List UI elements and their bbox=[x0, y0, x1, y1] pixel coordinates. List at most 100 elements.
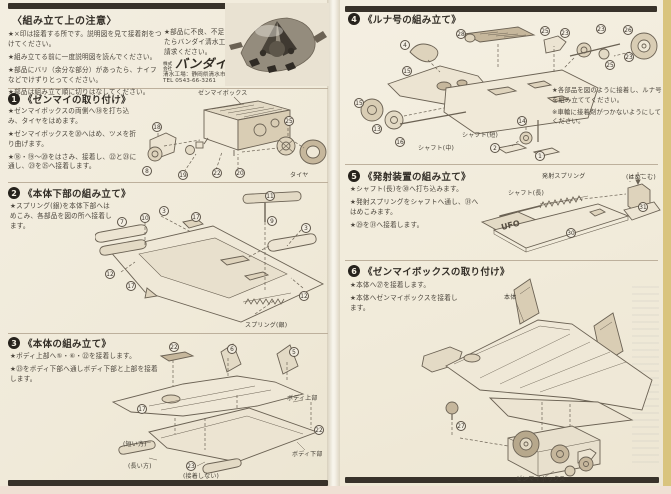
part-callout: 31 bbox=[638, 202, 648, 212]
section-2-header: 2 《本体下部の組み立て》 bbox=[8, 186, 131, 200]
notice-title: 〈組み立て上の注意〉 bbox=[12, 16, 117, 27]
part-callout: 3 bbox=[159, 206, 169, 216]
part-callout: 23 bbox=[624, 52, 634, 62]
paper-edge-right bbox=[663, 0, 671, 494]
ufo-logo-text: UFO bbox=[500, 219, 521, 232]
section-title: 《本体の組み立て》 bbox=[23, 339, 112, 350]
part-callout: 12 bbox=[299, 291, 309, 301]
part-callout: 17 bbox=[191, 212, 201, 222]
divider bbox=[8, 333, 328, 334]
page-bottom-bar bbox=[345, 477, 659, 483]
maker-address: 清水工場：静岡県清水市西久保 305 bbox=[163, 72, 256, 78]
figure-launcher: UFO 発射スプリング (はめこむ) シャフト(長) 31 30 bbox=[478, 168, 666, 260]
section-title: 《ルナ号の組み立て》 bbox=[363, 15, 462, 26]
section-3-header: 3 《本体の組み立て》 bbox=[8, 336, 111, 350]
section-number-badge: 4 bbox=[348, 13, 360, 25]
part-callout: 6 bbox=[227, 344, 237, 354]
maker-company: 株式会社 bbox=[163, 61, 173, 72]
part-callout: 15 bbox=[354, 98, 364, 108]
part-callout: 23 bbox=[560, 28, 570, 38]
section-1-header: 1 《ゼンマイの取り付け》 bbox=[8, 92, 131, 106]
long-side-label: (長い方) bbox=[128, 463, 152, 470]
notice-item: ★部品は組み立て順に切りはなしてください。 bbox=[8, 88, 150, 97]
body-lower-label: ボディ下部 bbox=[292, 451, 323, 458]
section-number-badge: 2 bbox=[8, 187, 20, 199]
short-side-label: (短い方) bbox=[123, 441, 147, 448]
figure-windup-box: ゼンマイボックス タイヤ 18 8 19 22 20 25 bbox=[138, 90, 330, 180]
shaft-short-label: シャフト(短) bbox=[462, 132, 499, 139]
figure-lower-hull: スプリング(銀) 7 10 3 17 11 9 3 12 17 12 bbox=[95, 188, 330, 331]
shaft-long-label: シャフト(長) bbox=[508, 190, 545, 197]
part-callout: 22 bbox=[212, 168, 222, 178]
divider bbox=[345, 260, 658, 261]
part-callout: 22 bbox=[169, 342, 179, 352]
part-callout: 23 bbox=[186, 461, 196, 471]
part-callout: 10 bbox=[140, 213, 150, 223]
section-4-header: 4 《ルナ号の組み立て》 bbox=[348, 12, 461, 26]
section-title: 《ゼンマイの取り付け》 bbox=[23, 95, 131, 106]
launch-spring-label: 発射スプリング bbox=[542, 173, 586, 180]
notice-items: ★×印は接着する所です。説明図を見て接着剤をつけてください。 ★組み立てる前に一… bbox=[8, 30, 163, 101]
part-callout: 12 bbox=[105, 269, 115, 279]
part-callout: 22 bbox=[314, 425, 324, 435]
part-callout: 18 bbox=[152, 122, 162, 132]
paper-edge-bottom bbox=[0, 486, 671, 494]
part-callout: 26 bbox=[623, 25, 633, 35]
part-callout: 23 bbox=[596, 24, 606, 34]
defect-note: ★部品に不良、不足がありましたらバンダイ清水工場宛にご請求ください。 bbox=[164, 28, 259, 56]
section-6-header: 6 《ゼンマイボックスの取り付け》 bbox=[348, 264, 510, 278]
windup-box-label: ゼンマイボックス bbox=[198, 90, 248, 97]
section-2-steps: ★スプリング(銀)を本体下部へはめこみ、各部品を図の所へ接着します。 bbox=[10, 202, 112, 230]
body-upper-label: ボディ上部 bbox=[287, 395, 318, 402]
part-callout: 1 bbox=[535, 151, 545, 161]
part-callout: 17 bbox=[126, 281, 136, 291]
figure-body-assembly: ボディ上部 ボディ下部 (短い方) (長い方) (接着しない) 22 6 5 1… bbox=[65, 342, 330, 480]
page-bottom-bar bbox=[8, 480, 328, 486]
section-6-steps: ★本体へ㉗を接着します。 ★本体へゼンマイボックスを接着します。 bbox=[350, 281, 458, 312]
section-number-badge: 3 bbox=[8, 337, 20, 349]
section-title: 《発射装置の組み立て》 bbox=[363, 172, 471, 183]
section-number-badge: 1 bbox=[8, 93, 20, 105]
tire-label: タイヤ bbox=[290, 172, 309, 179]
notice-item: ★組み立てる前に一度説明図を読んでください。 bbox=[8, 52, 157, 61]
section-title: 《本体下部の組み立て》 bbox=[23, 189, 131, 200]
section-4-note: ★各部品を図のように接着し、ルナ号を組み立ててください。 ※車輪に接着剤がつかな… bbox=[552, 87, 662, 126]
part-callout: 3 bbox=[301, 223, 311, 233]
part-callout: 4 bbox=[400, 40, 410, 50]
maker-tel: TEL 0543-66-3261 bbox=[163, 78, 217, 84]
notice-item: ★×印は接着する所です。説明図を見て接着剤をつけてください。 bbox=[8, 30, 162, 48]
shaft-mid-label: シャフト(中) bbox=[418, 145, 455, 152]
part-callout: 16 bbox=[395, 137, 405, 147]
part-callout: 20 bbox=[235, 168, 245, 178]
section-1-steps: ★ゼンマイボックスの両側へ⑱を打ち込み、タイヤをはめます。 ★ゼンマイボックスを… bbox=[8, 107, 137, 171]
section-3-steps: ★ボディ上部へ⑤・⑥・㉒を接着します。 ★㉓をボディ下部へ通しボディ下部と上部を… bbox=[10, 352, 158, 383]
page-top-bar bbox=[345, 6, 657, 12]
part-callout: 25 bbox=[284, 116, 294, 126]
part-callout: 11 bbox=[265, 191, 275, 201]
part-callout: 7 bbox=[117, 217, 127, 227]
part-callout: 19 bbox=[178, 170, 188, 180]
page-top-bar bbox=[8, 3, 328, 9]
section-5-header: 5 《発射装置の組み立て》 bbox=[348, 169, 471, 183]
section-number-badge: 5 bbox=[348, 170, 360, 182]
finished-model-photo bbox=[225, 3, 329, 86]
part-callout: 14 bbox=[517, 116, 527, 126]
part-callout: 28 bbox=[456, 29, 466, 39]
bandai-logo: バンダイ bbox=[175, 56, 228, 71]
windup-box-label: ゼンマイボックス bbox=[516, 476, 566, 483]
section-5-steps: ★シャフト(長)を㉚へ打ち込みます。 ★発射スプリングをシャフトへ通し、㉛へはめ… bbox=[350, 185, 479, 229]
figure-luna-vehicle: シャフト(中) シャフト(短) 4 28 25 23 23 26 23 25 1… bbox=[348, 24, 666, 164]
part-callout: 17 bbox=[137, 404, 147, 414]
part-callout: 9 bbox=[267, 216, 277, 226]
part-callout: 5 bbox=[289, 347, 299, 357]
part-callout: 30 bbox=[566, 228, 576, 238]
figure-body-windup-attach: 本体 ゼンマイボックス 27 bbox=[420, 268, 668, 484]
fit-in-label: (はめこむ) bbox=[626, 174, 656, 181]
part-callout: 8 bbox=[142, 166, 152, 176]
divider bbox=[8, 182, 328, 183]
section-title: 《ゼンマイボックスの取り付け》 bbox=[363, 267, 510, 278]
spring-silver-label: スプリング(銀) bbox=[245, 322, 288, 329]
part-callout: 13 bbox=[372, 124, 382, 134]
page-fold bbox=[327, 0, 340, 487]
